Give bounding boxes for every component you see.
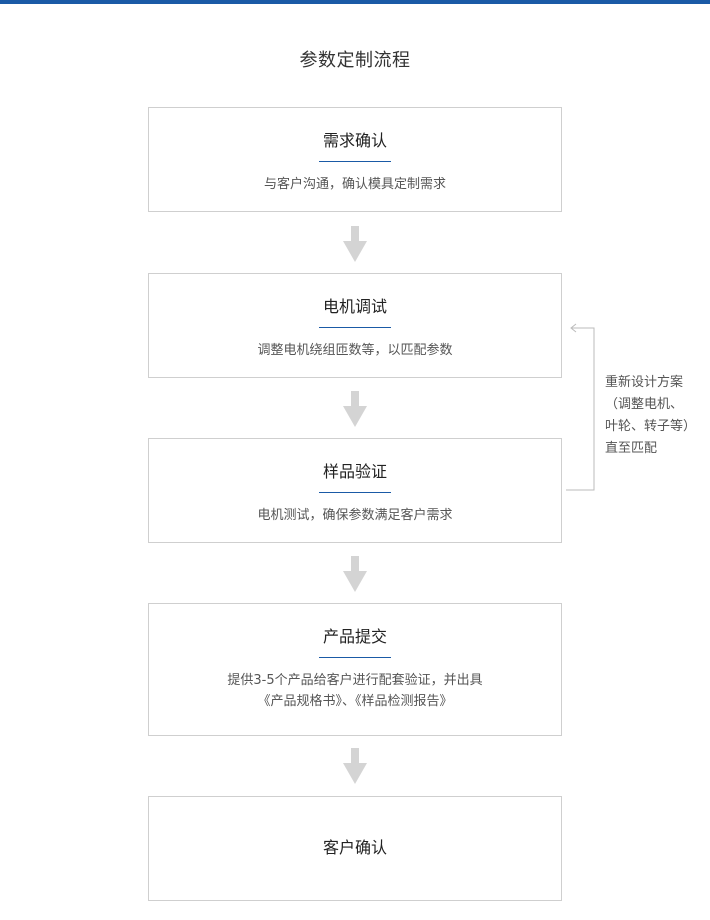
step-description: 提供3-5个产品给客户进行配套验证，并出具 《产品规格书》、《样品检测报告》 — [149, 670, 561, 712]
step-description: 调整电机绕组匝数等，以匹配参数 — [149, 340, 561, 361]
step-title: 客户确认 — [322, 838, 387, 857]
down-arrow-icon — [343, 556, 367, 592]
step-box-requirement-confirm: 需求确认 与客户沟通，确认模具定制需求 — [148, 107, 562, 212]
title-underline — [319, 327, 391, 328]
step-box-motor-tuning: 电机调试 调整电机绕组匝数等，以匹配参数 — [148, 273, 562, 378]
step-description-line: 与客户沟通，确认模具定制需求 — [263, 177, 446, 192]
step-title: 需求确认 — [322, 131, 387, 150]
step-title: 样品验证 — [322, 462, 387, 481]
step-description-line: 调整电机绕组匝数等，以匹配参数 — [257, 343, 453, 358]
step-box-customer-confirm: 客户确认 — [148, 796, 562, 901]
redesign-note-line: 直至匹配 — [605, 441, 658, 456]
title-underline — [319, 161, 391, 162]
redesign-note-line: （调整电机、 — [605, 397, 684, 412]
title-underline — [319, 492, 391, 493]
step-box-product-submission: 产品提交 提供3-5个产品给客户进行配套验证，并出具 《产品规格书》、《样品检测… — [148, 603, 562, 736]
down-arrow-icon — [343, 226, 367, 262]
step-box-sample-verification: 样品验证 电机测试，确保参数满足客户需求 — [148, 438, 562, 543]
feedback-loop-arrow — [566, 323, 595, 491]
title-underline — [319, 657, 391, 658]
step-title: 产品提交 — [322, 627, 387, 646]
down-arrow-icon — [343, 391, 367, 427]
page-title: 参数定制流程 — [299, 50, 411, 71]
top-accent-bar — [0, 0, 710, 4]
step-title: 电机调试 — [322, 297, 387, 316]
step-description-line: 提供3-5个产品给客户进行配套验证，并出具 — [227, 673, 483, 688]
step-description: 电机测试，确保参数满足客户需求 — [149, 505, 561, 526]
step-description: 与客户沟通，确认模具定制需求 — [149, 174, 561, 195]
step-description-line: 《产品规格书》、《样品检测报告》 — [257, 694, 453, 709]
redesign-note: 重新设计方案 （调整电机、 叶轮、转子等） 直至匹配 — [605, 372, 710, 460]
redesign-note-line: 叶轮、转子等） — [605, 419, 697, 434]
redesign-note-line: 重新设计方案 — [605, 375, 684, 390]
down-arrow-icon — [343, 748, 367, 784]
step-description-line: 电机测试，确保参数满足客户需求 — [257, 508, 453, 523]
